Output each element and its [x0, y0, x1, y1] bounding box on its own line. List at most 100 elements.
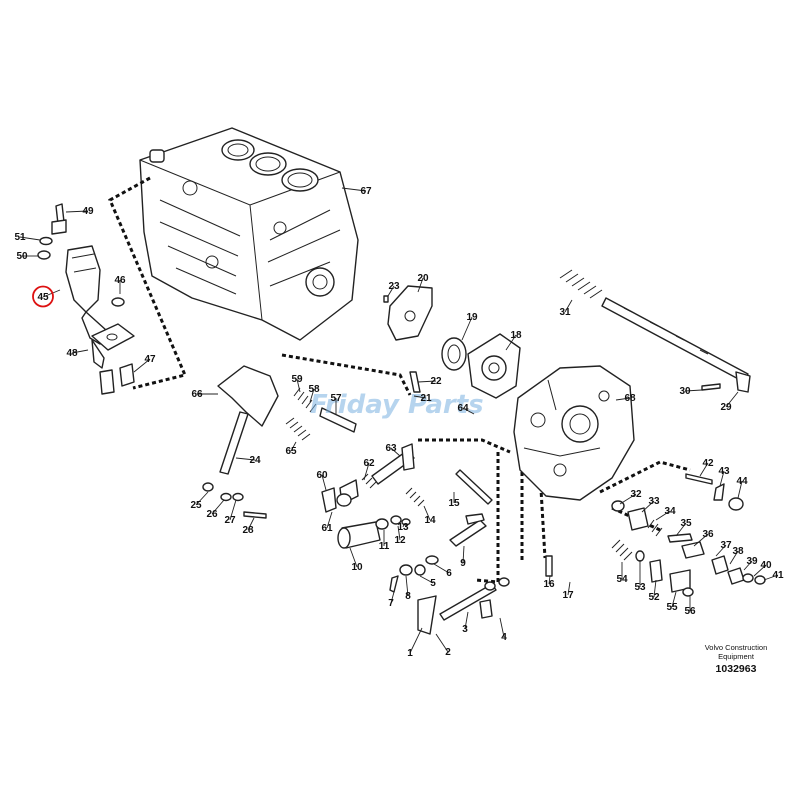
callout-labels: 6749515046454847232019183130296866595857… [14, 186, 784, 659]
callout-9: 9 [460, 545, 466, 569]
engine-block [139, 127, 359, 341]
part-number-label: 42 [702, 458, 714, 469]
leader-line [567, 581, 571, 596]
part-number-label: 31 [559, 307, 571, 318]
callout-21: 21 [413, 393, 432, 404]
leader-line [548, 575, 551, 585]
callout-44: 44 [736, 476, 748, 499]
callout-2: 2 [435, 633, 451, 658]
callout-14: 14 [423, 505, 436, 526]
leader-line [341, 187, 367, 192]
part-number-label: 45 [37, 292, 49, 303]
callout-42: 42 [699, 458, 714, 477]
callout-15: 15 [448, 492, 460, 509]
leader-line [195, 491, 209, 506]
part-number-label: 4 [501, 632, 507, 643]
callout-18: 18 [505, 330, 522, 351]
leader-line [321, 474, 327, 491]
callout-30: 30 [679, 386, 703, 397]
callout-47: 47 [133, 354, 156, 373]
callout-10: 10 [349, 547, 363, 573]
part-number-label: 37 [720, 540, 732, 551]
callout-41: 41 [763, 570, 784, 581]
callout-53: 53 [634, 560, 646, 593]
part-number-label: 54 [616, 574, 628, 585]
callout-8: 8 [405, 575, 411, 602]
part-number-label: 49 [82, 206, 94, 217]
part-number-label: 59 [291, 374, 303, 385]
leader-line [763, 574, 779, 581]
leader-line [675, 522, 687, 537]
leader-line [235, 457, 256, 461]
callout-12: 12 [394, 525, 406, 546]
part-number-label: 38 [732, 546, 744, 557]
callout-23: 23 [387, 281, 400, 297]
leader-line [743, 560, 753, 571]
leader-line [413, 395, 427, 399]
callout-54: 54 [616, 562, 628, 585]
part-number-label: 25 [190, 500, 202, 511]
governor-lever-assembly [202, 365, 279, 519]
part-number-label: 9 [460, 558, 466, 569]
part-number-label: 56 [684, 606, 696, 617]
callout-28: 28 [242, 517, 255, 536]
callout-20: 20 [417, 273, 429, 293]
leader-line [402, 523, 405, 528]
part-number-label: 62 [363, 458, 375, 469]
part-number-label: 1 [407, 648, 413, 659]
leader-line [229, 499, 237, 521]
part-number-label: 60 [316, 470, 328, 481]
part-number-label: 46 [114, 275, 126, 286]
callout-52: 52 [648, 579, 660, 603]
part-number-label: 52 [648, 592, 660, 603]
leader-line [699, 462, 709, 477]
spring-set [285, 371, 421, 441]
callout-46: 46 [114, 275, 126, 294]
part-number-label: 6 [446, 568, 452, 579]
leader-line [409, 627, 423, 654]
part-number-label: 3 [462, 624, 468, 635]
part-number-label: 55 [666, 602, 678, 613]
leader-line [464, 611, 469, 630]
watermark-text: Friday Parts [310, 390, 484, 420]
leader-line [462, 407, 475, 415]
leader-line [349, 547, 358, 568]
callout-17: 17 [562, 581, 574, 601]
callout-11: 11 [379, 530, 390, 552]
leader-line [499, 617, 505, 638]
callout-65: 65 [285, 441, 297, 457]
callout-39: 39 [743, 556, 758, 571]
callout-36: 36 [693, 529, 714, 547]
part-number-label: 44 [736, 476, 748, 487]
callout-34: 34 [655, 506, 676, 521]
part-number-label: 34 [664, 506, 676, 517]
leader-line [615, 397, 631, 401]
leader-line [133, 358, 151, 373]
callout-24: 24 [235, 455, 261, 466]
part-number-label: 33 [648, 496, 660, 507]
part-number-label: 63 [385, 443, 397, 454]
leader-line [693, 533, 709, 547]
callout-48: 48 [66, 348, 89, 359]
leader-line [564, 299, 573, 313]
pump-housing [441, 333, 521, 399]
part-number-label: 11 [379, 541, 390, 552]
credit-line-2: Equipment [718, 652, 755, 661]
leader-line [405, 575, 409, 597]
leader-line [296, 378, 301, 393]
leader-line [417, 277, 424, 293]
leader-line [505, 334, 517, 351]
part-number-label: 58 [308, 384, 320, 395]
part-number-label: 14 [424, 515, 436, 526]
callout-13: 13 [397, 522, 409, 533]
callout-61: 61 [321, 511, 333, 534]
callout-4: 4 [499, 617, 507, 643]
part-number-label: 17 [562, 590, 574, 601]
part-number-label: 68 [624, 393, 636, 404]
leader-line [247, 517, 255, 531]
part-number-label: 7 [388, 598, 394, 609]
leader-line [725, 391, 739, 408]
callout-33: 33 [641, 496, 660, 513]
part-number-label: 43 [718, 466, 730, 477]
